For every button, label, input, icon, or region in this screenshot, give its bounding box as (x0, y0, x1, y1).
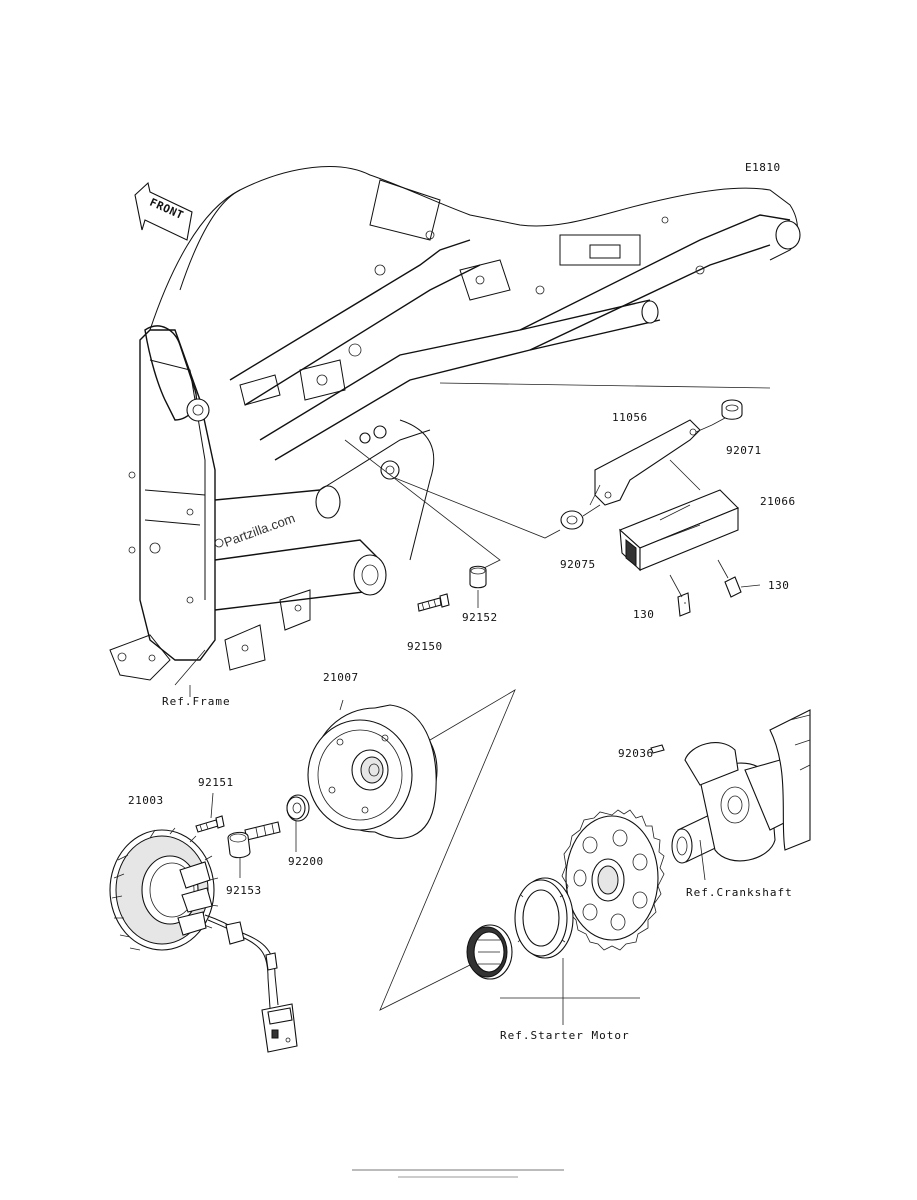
part-number-92036: 92036 (618, 747, 654, 760)
crankshaft (671, 709, 811, 881)
regulator-rectifier-21066 (618, 459, 739, 572)
one-way-clutch (466, 924, 513, 980)
footer-fineprint (352, 1169, 564, 1178)
washer-92200 (286, 794, 310, 852)
part-number-92151: 92151 (198, 776, 234, 789)
ref-starter-motor-leader (500, 958, 640, 1025)
watermark: Partzilla.com (214, 510, 297, 550)
part-number-21066: 21066 (760, 495, 796, 508)
part-number-92153: 92153 (226, 884, 262, 897)
part-number-130-b: 130 (768, 579, 789, 592)
starter-clutch-gear (561, 809, 665, 951)
bolt-130-b (717, 559, 761, 598)
part-number-130-a: 130 (633, 608, 654, 621)
part-number-11056: 11056 (612, 411, 648, 424)
part-number-92200: 92200 (288, 855, 324, 868)
generator-leader-triangle (379, 689, 516, 1011)
part-number-21003: 21003 (128, 794, 164, 807)
frame-illustration (109, 166, 801, 681)
part-number-21007: 21007 (323, 671, 359, 684)
front-arrow: FRONT (134, 181, 193, 241)
grommet-92075 (560, 504, 601, 530)
diagram-code: E1810 (745, 161, 781, 174)
bolt-92153 (227, 821, 281, 878)
bolt-92150 (417, 593, 450, 612)
stator-21003 (109, 827, 298, 1053)
part-number-92150: 92150 (407, 640, 443, 653)
starter-clutch-ring (514, 877, 574, 959)
watermark-text: Partzilla.com (222, 510, 297, 550)
collar-92152 (469, 565, 487, 608)
part-number-92152: 92152 (462, 611, 498, 624)
bracket-11056 (589, 419, 701, 506)
bolt-92151 (195, 792, 225, 833)
key-92036 (650, 744, 665, 754)
bolt-130-a (669, 574, 691, 617)
ref-starter-motor-label: Ref.Starter Motor (500, 1029, 630, 1042)
rotor-21007 (307, 699, 438, 839)
part-number-92071: 92071 (726, 444, 762, 457)
part-number-92075: 92075 (560, 558, 596, 571)
ref-frame-label: Ref.Frame (162, 695, 231, 708)
grommet-92071 (695, 399, 743, 433)
ref-crankshaft-label: Ref.Crankshaft (686, 886, 793, 899)
ref-frame-leader (174, 649, 206, 697)
regulator-leader-lines (344, 382, 771, 571)
